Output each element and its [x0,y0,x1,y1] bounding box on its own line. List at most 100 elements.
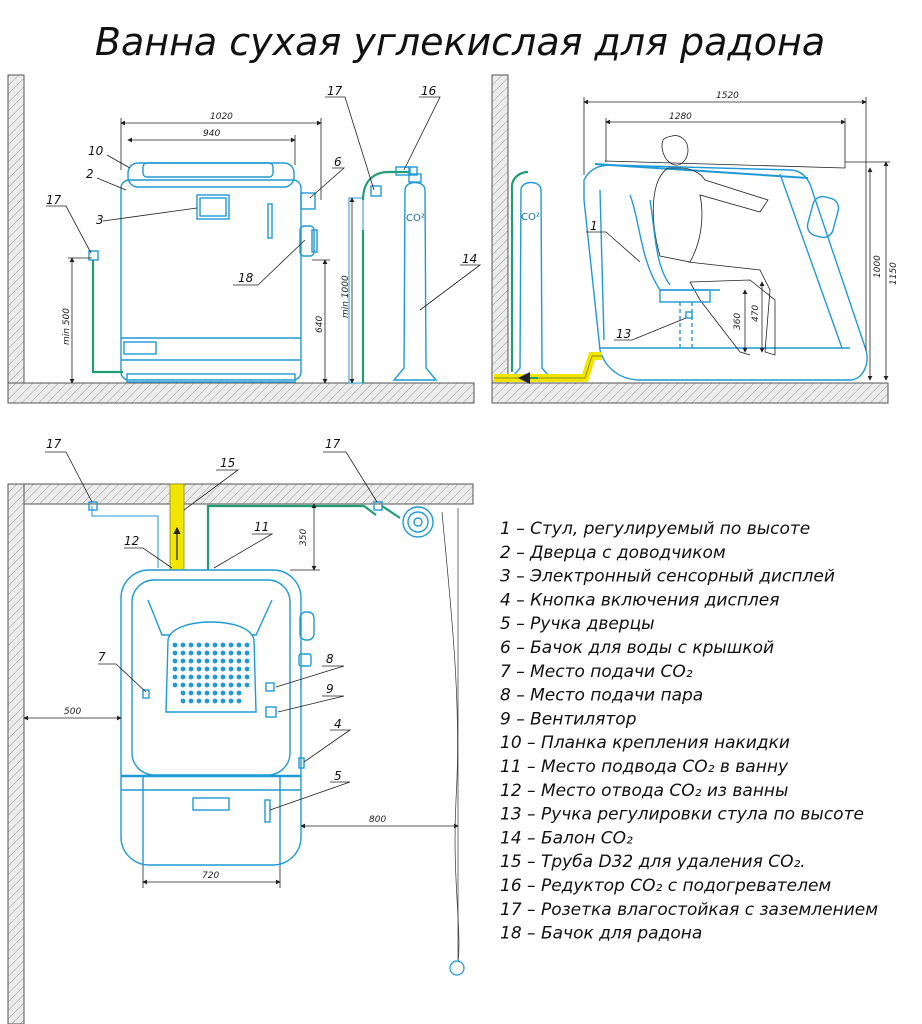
radon-tank [299,225,315,257]
legend-item: 11 – Место подвода CO₂ в ванну [500,757,789,777]
seat-hole [196,698,202,704]
seat-hole [188,690,194,696]
callout-17-plan-right: 17 [325,437,341,451]
seat-hole [196,666,202,672]
side-co2-label: CO² [521,212,540,223]
seat-hole [172,658,178,664]
seat-hole [212,658,218,664]
callout-8: 8 [326,652,334,666]
callout-16: 16 [421,84,437,98]
seat-hole [228,690,234,696]
legend-item: 5 – Ручка дверцы [500,614,655,634]
seat-hole [236,698,242,704]
seat-holes [172,642,250,704]
dim-1000: 1000 [873,255,883,278]
seat-hole [180,666,186,672]
seat-hole [228,658,234,664]
seat-hole [172,666,178,672]
legend-item: 16 – Редуктор CO₂ с подогревателем [500,876,831,896]
power-button-icon [298,757,305,769]
seat-hole [188,658,194,664]
seat-hole [172,650,178,656]
dim-360: 360 [733,313,743,330]
power-cable [91,260,123,374]
dim-470: 470 [751,305,761,322]
person-head [661,135,689,166]
seat-hole [228,674,234,680]
seat-hole [204,698,210,704]
legend-item: 10 – Планка крепления накидки [500,733,790,753]
bath-cabinet [120,179,302,381]
display-plan [192,797,230,811]
cylinder-top-icon [402,506,434,538]
side-floor [491,382,889,404]
door-handle [267,203,273,239]
floor-drain-icon [449,960,465,976]
dim-1280: 1280 [669,112,692,122]
seat-hole [228,642,234,648]
water-tank-plan [299,611,315,641]
legend-item: 15 – Труба D32 для удаления CO₂. [500,852,806,872]
legend-item: 17 – Розетка влагостойкая с заземлением [500,900,878,920]
seat-hole [180,698,186,704]
seat-hole [204,650,210,656]
callout-12: 12 [124,534,139,548]
left-wall [7,74,25,404]
seat-hole [220,674,226,680]
callout-17-front: 17 [46,193,62,207]
seat-hole [220,650,226,656]
seat-hole [188,666,194,672]
seat-hole [212,690,218,696]
callout-3: 3 [96,213,104,227]
co2-label: CO² [406,213,425,224]
dim-min1000: min 1000 [341,275,351,318]
co2-pipe [361,170,410,201]
page-title: Ванна сухая углекислая для радона [95,20,825,64]
seat-hole [220,690,226,696]
callout-17-plan-left: 17 [46,437,62,451]
legend-item: 13 – Ручка регулировки стула по высоте [500,805,864,825]
dim-min500: min 500 [62,308,72,345]
seat-hole [236,674,242,680]
chair [629,194,720,291]
seat-hole [228,666,234,672]
seat-hole [196,642,202,648]
callout-5: 5 [334,769,342,783]
callout-13: 13 [616,327,631,341]
callout-10: 10 [88,144,104,158]
co2-supply-pipe [206,504,377,570]
seat-hole [180,682,186,688]
seat-hole [180,642,186,648]
co2-outlet-icon [142,689,150,699]
seat-hole [236,658,242,664]
regulator-icon [395,166,411,176]
seat-hole [244,650,250,656]
seat-hole [180,658,186,664]
seat [165,621,257,713]
seat-hole [220,698,226,704]
legend-item: 14 – Балон CO₂ [500,828,633,848]
seat-hole [204,658,210,664]
callout-4: 4 [334,717,342,731]
seat-hole [228,682,234,688]
seat-hole [196,690,202,696]
seat-hole [212,666,218,672]
seat-hole [204,642,210,648]
seat-hole [180,674,186,680]
seat-hole [180,650,186,656]
seat-hole [220,658,226,664]
seat-hole [220,682,226,688]
seat-hole [236,690,242,696]
person-torso [652,167,769,263]
seat-hole [204,666,210,672]
seat-hole [172,682,178,688]
dim-720: 720 [202,871,219,881]
callout-14: 14 [462,252,477,266]
plan-top-wall [7,483,474,505]
seat-hole [236,682,242,688]
seat-hole [196,682,202,688]
co2-cylinder [392,181,438,381]
callout-6: 6 [334,155,342,169]
callout-15: 15 [220,456,235,470]
